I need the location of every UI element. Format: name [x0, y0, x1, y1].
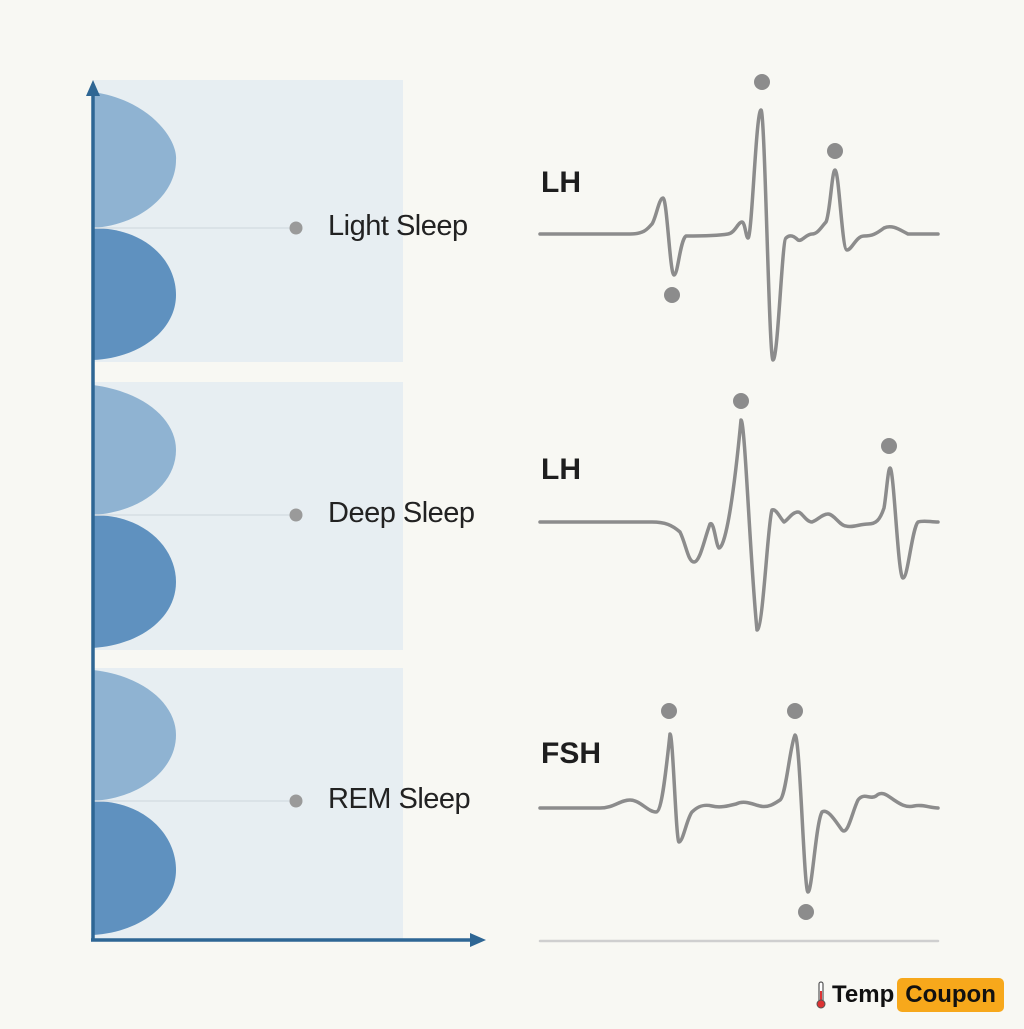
marker-lh2-peak — [733, 393, 749, 409]
stage-connectors — [93, 221, 303, 808]
hormone-label-lh-1: LH — [541, 166, 581, 199]
sleep-lobes — [93, 92, 177, 935]
bullet-deep-sleep — [289, 508, 303, 522]
bullet-light-sleep — [289, 221, 303, 235]
waveforms — [538, 108, 940, 943]
lobe-deep-upper — [93, 385, 176, 515]
marker-lh1-trough — [664, 287, 680, 303]
axes — [86, 80, 486, 947]
lobe-light-upper — [93, 92, 177, 228]
marker-fsh-peak — [661, 703, 677, 719]
brand-logo: Temp Coupon — [812, 976, 1004, 1014]
marker-lh2-peak2 — [881, 438, 897, 454]
hormone-label-lh-2: LH — [541, 453, 581, 486]
label-light-sleep: Light Sleep — [328, 210, 468, 242]
lobe-rem-lower — [93, 801, 176, 935]
lobe-rem-upper — [93, 670, 176, 801]
x-axis-arrow — [470, 933, 486, 947]
label-deep-sleep: Deep Sleep — [328, 497, 475, 529]
marker-lh1-peak — [754, 74, 770, 90]
brand-word-temp: Temp — [832, 981, 895, 1008]
bullet-rem-sleep — [289, 794, 303, 808]
marker-lh1-peak2 — [827, 143, 843, 159]
peak-markers — [661, 74, 897, 920]
lobe-light-lower — [93, 228, 176, 360]
lobe-deep-lower — [93, 515, 176, 648]
marker-fsh-peak2 — [787, 703, 803, 719]
label-rem-sleep: REM Sleep — [328, 783, 471, 815]
marker-fsh-trough — [798, 904, 814, 920]
hormone-label-fsh: FSH — [541, 737, 601, 770]
thermometer-icon — [816, 981, 826, 1009]
brand-word-coupon: Coupon — [897, 978, 1004, 1012]
waveform-lh-2 — [538, 418, 940, 632]
waveform-lh-1 — [538, 108, 940, 362]
waveform-fsh — [538, 732, 940, 894]
y-axis-arrow — [86, 80, 100, 96]
